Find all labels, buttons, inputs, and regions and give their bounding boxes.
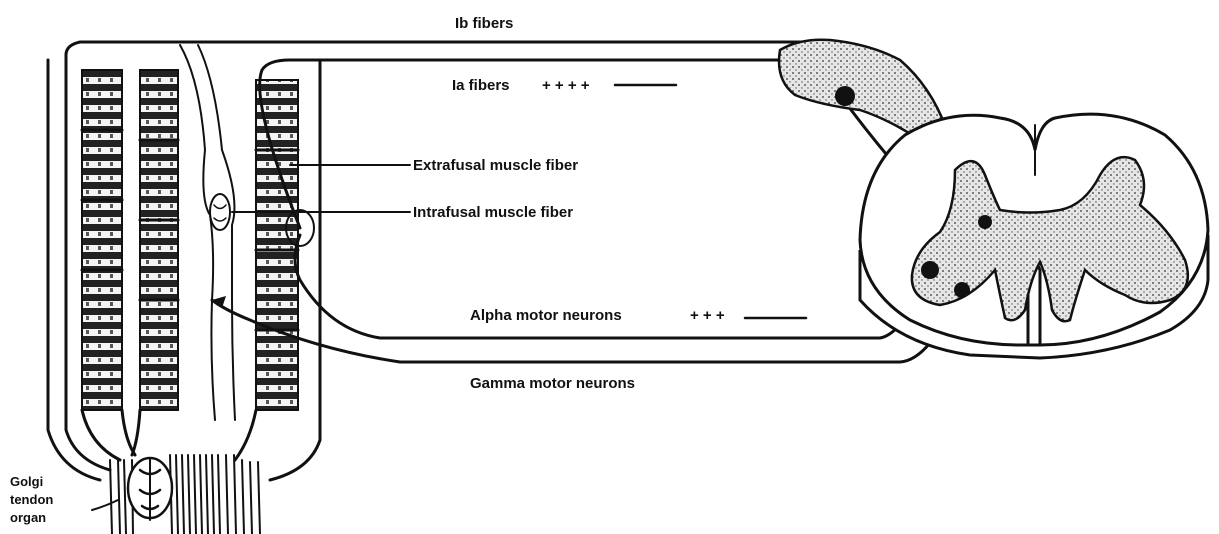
muscle (48, 42, 320, 534)
golgi-tendon-organ (128, 458, 172, 520)
alpha-motor-neurons-label: Alpha motor neurons (470, 307, 622, 324)
golgi-label-line2: tendon (10, 492, 53, 507)
ib-fibers-label: Ib fibers (455, 15, 513, 32)
spinal-cord (860, 114, 1208, 358)
gamma-motor-neurons-label: Gamma motor neurons (470, 375, 635, 392)
leader-lines (92, 85, 806, 510)
extrafusal-muscle-fiber-label: Extrafusal muscle fiber (413, 157, 578, 174)
ia-fibers-label: Ia fibers (452, 77, 510, 94)
golgi-label-line3: organ (10, 510, 46, 525)
ia-excitatory-signs: + + + + (542, 77, 590, 94)
alpha-excitatory-signs: + + + (690, 307, 725, 324)
golgi-label-line1: Golgi (10, 474, 43, 489)
gamma-motor-neuron-path (212, 290, 960, 362)
intrafusal-muscle-fiber-label: Intrafusal muscle fiber (413, 204, 573, 221)
